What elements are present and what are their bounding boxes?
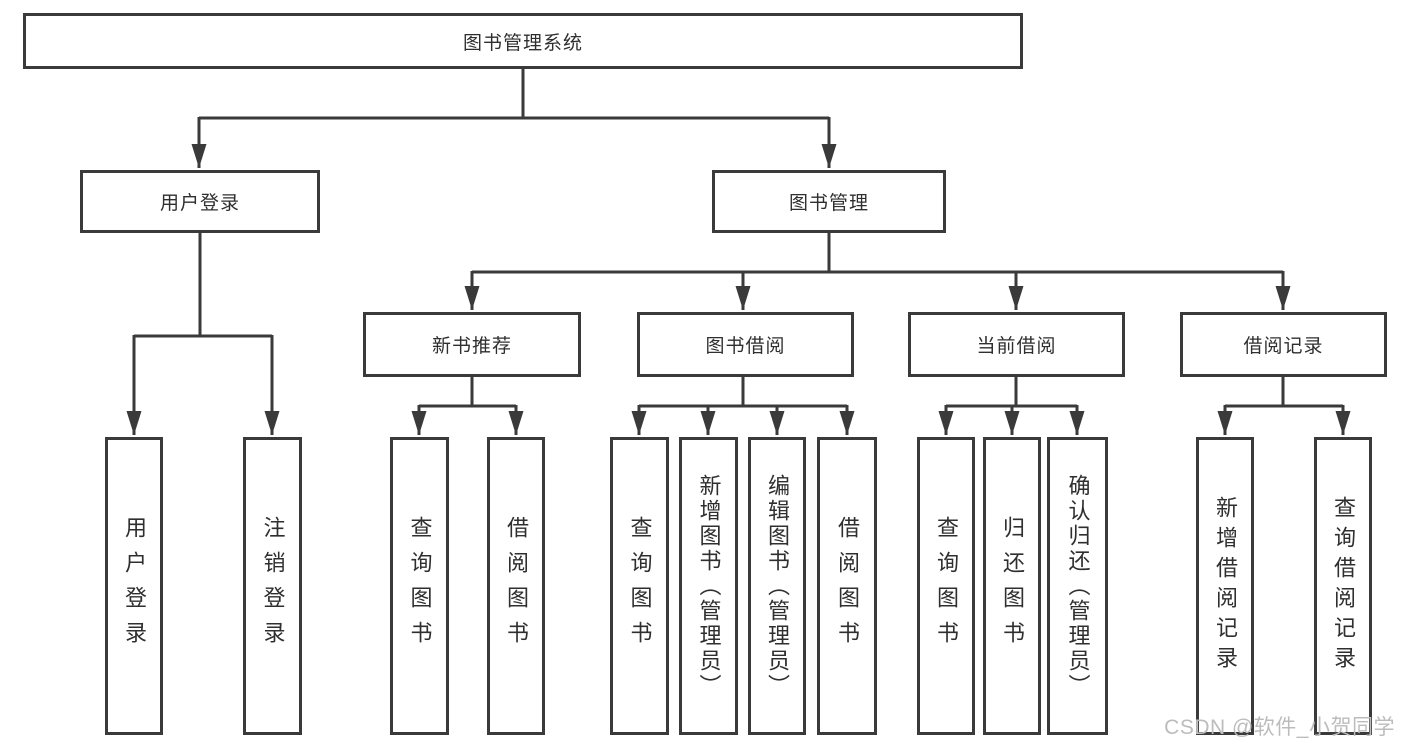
node-book-management: 图书管理 xyxy=(712,170,946,233)
leaf-confirm-return-admin: 确认归还（管理员） xyxy=(1047,437,1108,735)
node-library-management-system: 图书管理系统 xyxy=(23,13,1023,69)
leaf-query-book: 查询图书 xyxy=(917,437,975,735)
leaf-query-borrow-record: 查询借阅记录 xyxy=(1314,437,1372,735)
node-new-book-recommend: 新书推荐 xyxy=(363,312,581,377)
leaf-logout-login: 注销登录 xyxy=(243,437,302,735)
leaf-borrow-book: 借阅图书 xyxy=(487,437,545,735)
watermark: CSDN @软件_小贺同学 xyxy=(1164,716,1395,739)
leaf-query-book: 查询图书 xyxy=(390,437,449,735)
leaf-query-book: 查询图书 xyxy=(610,437,669,735)
leaf-borrow-book: 借阅图书 xyxy=(817,437,877,735)
leaf-add-borrow-record: 新增借阅记录 xyxy=(1196,437,1254,735)
leaf-edit-book-admin: 编辑图书（管理员） xyxy=(748,437,806,735)
leaf-return-book: 归还图书 xyxy=(983,437,1041,735)
node-current-borrow: 当前借阅 xyxy=(908,312,1125,377)
node-borrow-record: 借阅记录 xyxy=(1180,312,1387,377)
node-user-login: 用户登录 xyxy=(80,170,320,233)
leaf-user-login: 用户登录 xyxy=(105,437,163,735)
leaf-add-book-admin: 新增图书（管理员） xyxy=(679,437,738,735)
node-book-borrow: 图书借阅 xyxy=(637,312,854,377)
